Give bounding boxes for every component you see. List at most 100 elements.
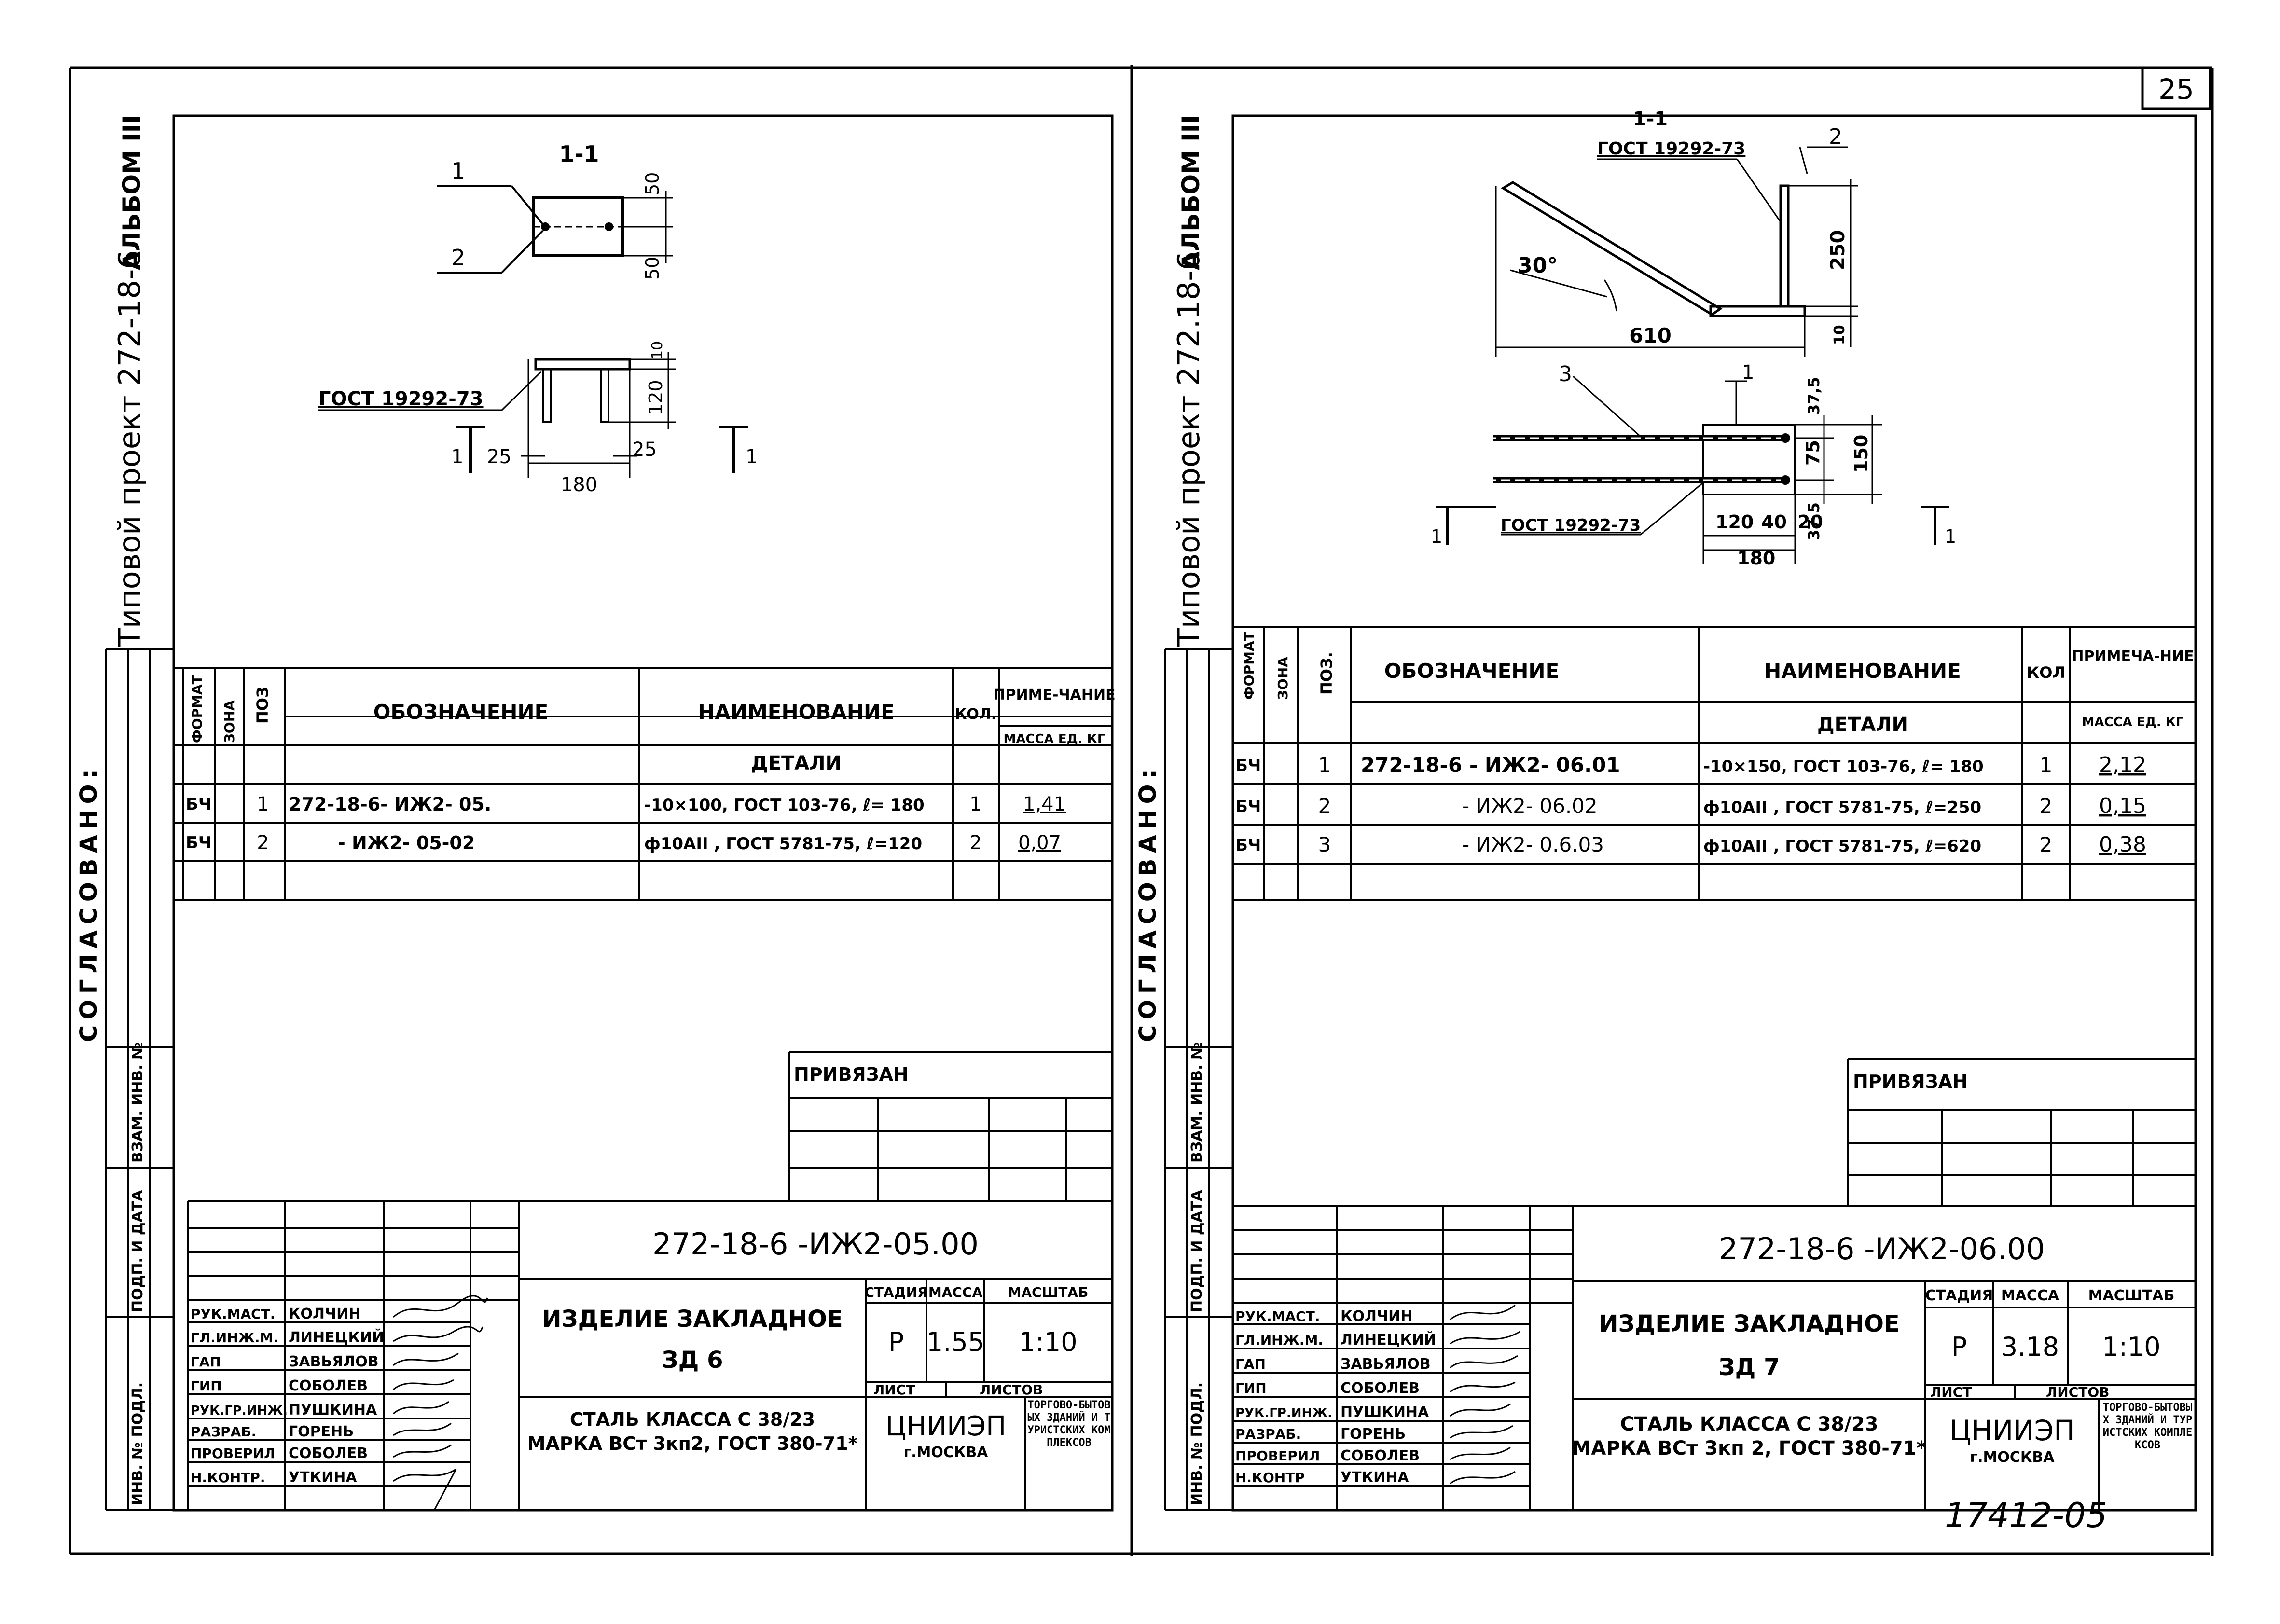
- table-row: БЧ 1 272-18-6- ИЖ2- 05. -10×100, ГОСТ 10…: [186, 793, 1066, 815]
- row-name: -10×100, ГОСТ 103-76, ℓ= 180: [644, 796, 925, 815]
- col-name: НАИМЕНОВАНИЕ: [1764, 659, 1961, 683]
- row-designation: 272-18-6 - ИЖ2- 06.01: [1361, 753, 1620, 777]
- subtitle: ЗД 6: [662, 1347, 723, 1374]
- title: ИЗДЕЛИЕ ЗАКЛАДНОЕ: [542, 1306, 843, 1333]
- section-title: ДЕТАЛИ: [751, 752, 842, 774]
- row-format: БЧ: [1235, 756, 1261, 775]
- cut-mark-left: 1: [1431, 526, 1442, 547]
- col-designation: ОБОЗНАЧЕНИЕ: [1384, 659, 1560, 683]
- stamp-mass-h: МАССА: [2001, 1287, 2059, 1304]
- field-inv: ИНВ. № ПОДЛ.: [1188, 1382, 1205, 1505]
- row-format: БЧ: [1235, 797, 1261, 816]
- stamp-stage: Р: [888, 1327, 904, 1357]
- sig-role: РУК.МАСТ.: [1235, 1308, 1320, 1324]
- field-podp: ПОДП. И ДАТА: [1188, 1190, 1205, 1312]
- album-label: АЛЬБОМ III: [1177, 115, 1205, 270]
- dim-10: 10: [649, 341, 666, 359]
- sig-role: Н.КОНТР.: [191, 1470, 265, 1486]
- row-mass: 2,12: [2099, 753, 2146, 777]
- sig-name: ПУШКИНА: [289, 1402, 377, 1418]
- stamp-scale-h: МАСШТАБ: [2088, 1287, 2175, 1304]
- page-number: 25: [2158, 73, 2194, 106]
- dim-610: 610: [1629, 324, 1672, 347]
- col-note: ПРИМЕ-ЧАНИЕ: [993, 687, 1115, 703]
- row-format: БЧ: [186, 795, 211, 814]
- unit-mass: МАССА ЕД. КГ: [2082, 715, 2184, 729]
- signature-marks: [1450, 1304, 1520, 1485]
- signature-marks: [393, 1295, 488, 1511]
- field-inv: ИНВ. № ПОДЛ.: [129, 1382, 146, 1505]
- subtitle: ЗД 7: [1719, 1354, 1780, 1381]
- title-block: [1233, 1205, 2196, 1510]
- stamp-sheet-h: ЛИСТ: [1930, 1384, 1972, 1400]
- org-desc-box: ТОРГОВО-БЫТОВЫХ ЗДАНИЙ И ТУРИСТСКИХ КОМП…: [2103, 1402, 2192, 1451]
- row-name: -10×150, ГОСТ 103-76, ℓ= 180: [1703, 757, 1984, 776]
- tied-box: [1847, 1058, 2196, 1206]
- dim-180: 180: [1737, 548, 1775, 569]
- dim-120: 120: [1715, 511, 1754, 533]
- org-name: ЦНИИЭП: [885, 1411, 1007, 1442]
- sig-role: Н.КОНТР: [1235, 1470, 1305, 1486]
- sig-name: ЛИНЕЦКИЙ: [289, 1329, 384, 1346]
- spec-table: ФОРМАТ ЗОНА ПОЗ ОБОЗНАЧЕНИЕ НАИМЕНОВАНИЕ…: [174, 667, 1116, 901]
- col-format: ФОРМАТ: [189, 675, 205, 743]
- sig-name: ЛИНЕЦКИЙ: [1340, 1331, 1436, 1349]
- dim-180: 180: [561, 474, 597, 496]
- stamp-mass: 1.55: [926, 1327, 984, 1357]
- sig-role: ГЛ.ИНЖ.М.: [191, 1330, 278, 1346]
- angle-label: 30°: [1518, 253, 1558, 278]
- col-zone: ЗОНА: [1275, 657, 1291, 700]
- material-line2: МАРКА ВСт 3кп2, ГОСТ 380-71*: [527, 1433, 858, 1454]
- dim-40: 40: [1761, 511, 1787, 533]
- sig-name: СОБОЛЕВ: [1340, 1380, 1420, 1397]
- sig-name: УТКИНА: [1340, 1469, 1409, 1486]
- section-label: 1-1: [1633, 108, 1668, 130]
- sig-role: ГАП: [191, 1354, 221, 1370]
- page-number-box: [2141, 66, 2211, 110]
- dim-50a: 50: [642, 172, 663, 195]
- plate-plan: [1702, 424, 1796, 495]
- section-label: 1-1: [559, 141, 599, 167]
- inner-frame: [172, 114, 1114, 1512]
- org-city: г.МОСКВА: [1970, 1449, 2055, 1466]
- row-format: БЧ: [1235, 836, 1261, 855]
- sig-role: ПРОВЕРИЛ: [191, 1445, 275, 1461]
- col-zone: ЗОНА: [221, 700, 237, 743]
- col-format: ФОРМАТ: [1241, 632, 1257, 700]
- sig-name: КОЛЧИН: [1340, 1308, 1412, 1325]
- cut-mark-right: 1: [1945, 526, 1956, 547]
- sig-role: РАЗРАБ.: [191, 1424, 256, 1440]
- dim-37-5a: 37,5: [1805, 377, 1823, 415]
- col-designation: ОБОЗНАЧЕНИЕ: [373, 700, 549, 724]
- sig-name: КОЛЧИН: [289, 1306, 360, 1322]
- row-designation: - ИЖ2- 05-02: [338, 832, 475, 853]
- sig-role: РАЗРАБ.: [1235, 1426, 1301, 1442]
- stamp-sheets-h: ЛИСТОВ: [2046, 1384, 2109, 1400]
- row-designation: 272-18-6- ИЖ2- 05.: [289, 794, 491, 815]
- sig-role: ГЛ.ИНЖ.М.: [1235, 1332, 1323, 1348]
- stamp-stage: Р: [1951, 1332, 1967, 1362]
- sig-name: ЗАВЬЯЛОВ: [289, 1353, 379, 1370]
- side-label: Типовой проект 272-18-6: [112, 250, 147, 647]
- stamp-sheet-h: ЛИСТ: [873, 1382, 915, 1398]
- row-pos: 3: [1318, 833, 1331, 856]
- album-label: АЛЬБОМ III: [118, 115, 146, 270]
- callout-2: 2: [1829, 124, 1842, 149]
- sig-name: СОБОЛЕВ: [289, 1445, 368, 1462]
- sig-name: ГОРЕНЬ: [289, 1423, 354, 1440]
- field-vzam: ВЗАМ. ИНВ. №: [1188, 1042, 1205, 1163]
- gost-note: ГОСТ 19292-73: [318, 388, 483, 410]
- material-line2: МАРКА ВСт 3кп 2, ГОСТ 380-71*: [1572, 1437, 1927, 1459]
- table-row: БЧ 3 - ИЖ2- 0.6.03 ф10АII , ГОСТ 5781-75…: [1235, 832, 2146, 857]
- col-note: ПРИМЕЧА-НИЕ: [2072, 648, 2194, 665]
- sig-name: ПУШКИНА: [1340, 1404, 1429, 1421]
- signatories-right: РУК.МАСТ. КОЛЧИН ГЛ.ИНЖ.М. ЛИНЕЦКИЙ ГАП …: [1235, 1308, 1436, 1486]
- doc-code: 272-18-6 -ИЖ2-05.00: [652, 1226, 979, 1262]
- row-name: ф10АII , ГОСТ 5781-75, ℓ=620: [1703, 837, 1981, 856]
- col-pos: ПОЗ: [253, 687, 272, 724]
- title-block: [187, 1200, 1112, 1510]
- stamp-scale: 1:10: [1019, 1327, 1077, 1357]
- table-row: БЧ 1 272-18-6 - ИЖ2- 06.01 -10×150, ГОСТ…: [1235, 753, 2146, 777]
- field-podp: ПОДП. И ДАТА: [129, 1190, 146, 1312]
